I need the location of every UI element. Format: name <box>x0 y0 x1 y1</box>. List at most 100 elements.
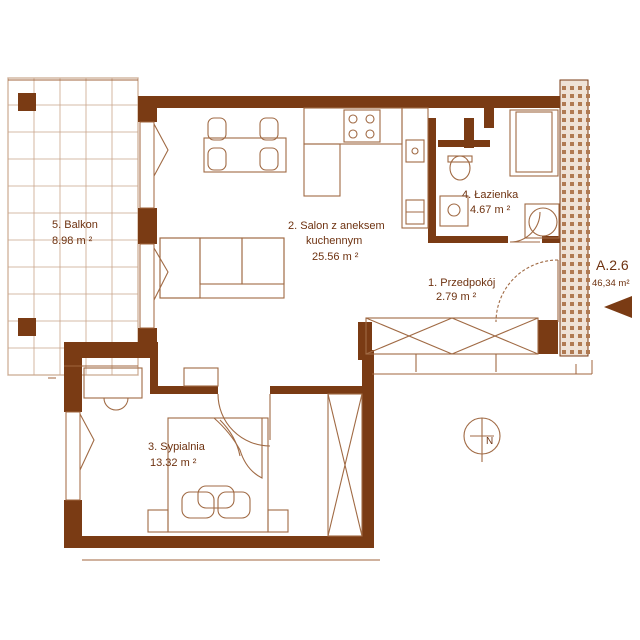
room-area-balcony: 8.98 m ² <box>52 235 93 247</box>
wall-hatch-mark <box>570 254 574 258</box>
wall-hatch-mark <box>570 318 574 322</box>
wall-hatch-mark <box>586 182 590 186</box>
wall-hatch-mark <box>586 158 590 162</box>
wall-hatch-mark <box>570 262 574 266</box>
wall-hatch-mark <box>562 350 566 354</box>
wall-hatch-mark <box>586 342 590 346</box>
wall-hatch-mark <box>578 182 582 186</box>
bed <box>147 417 289 533</box>
wall-hatch-mark <box>562 126 566 130</box>
compass-label: N <box>486 436 493 447</box>
wall-hatch-mark <box>570 182 574 186</box>
wall-hatch-mark <box>570 158 574 162</box>
wall-hatch-mark <box>570 270 574 274</box>
wall-hatch-mark <box>586 102 590 106</box>
wall-hatch-mark <box>570 142 574 146</box>
north-compass-icon: N <box>463 417 501 462</box>
entrance-arrow-icon <box>604 296 632 318</box>
wall-hatch-mark <box>562 142 566 146</box>
wall-hatch-mark <box>578 262 582 266</box>
wall-hatch-mark <box>578 214 582 218</box>
wall-hatch-mark <box>586 326 590 330</box>
wall-hatch-mark <box>586 310 590 314</box>
balcony-post <box>18 318 36 336</box>
wall-hatch-mark <box>578 174 582 178</box>
hatched-wall-section <box>559 79 590 357</box>
apartment-code: A.2.6 <box>596 257 629 273</box>
wall-hatch-mark <box>586 94 590 98</box>
wall-hatch-mark <box>578 342 582 346</box>
wall-hatch-mark <box>562 302 566 306</box>
wall-hatch-mark <box>578 294 582 298</box>
wall-hatch-mark <box>562 222 566 226</box>
wall-hatch-mark <box>570 310 574 314</box>
wall-hatch-mark <box>570 190 574 194</box>
bedroom-door <box>217 393 271 447</box>
wall-hatch-mark <box>578 286 582 290</box>
wall-hatch-mark <box>578 270 582 274</box>
wall-hatch-mark <box>562 134 566 138</box>
wall-hatch-mark <box>586 254 590 258</box>
wall-hatch-mark <box>562 334 566 338</box>
wall-hatch-mark <box>570 126 574 130</box>
room-name-living-line2: kuchennym <box>306 235 362 247</box>
wall-hatch-mark <box>562 190 566 194</box>
wall-hatch-mark <box>586 222 590 226</box>
wall-hatch-mark <box>586 350 590 354</box>
wall-hatch-mark <box>570 278 574 282</box>
apartment-total-area: 46,34 m² <box>592 278 630 289</box>
wall-hatch-mark <box>586 166 590 170</box>
wall-hatch-mark <box>586 134 590 138</box>
wall-hatch-mark <box>578 190 582 194</box>
wall-hatch-mark <box>586 118 590 122</box>
wall-hatch-mark <box>562 254 566 258</box>
wall-hatch-mark <box>562 198 566 202</box>
wall-hatch-mark <box>578 94 582 98</box>
balcony-floor-tiles <box>7 77 139 376</box>
wall-hatch-mark <box>570 230 574 234</box>
wall-hatch-mark <box>562 150 566 154</box>
wall-hatch-mark <box>562 230 566 234</box>
wall-hatch-mark <box>562 182 566 186</box>
wall-hatch-mark <box>570 246 574 250</box>
wall-hatch-mark <box>562 110 566 114</box>
wall-hatch-mark <box>578 134 582 138</box>
wall-hatch-mark <box>562 206 566 210</box>
wall-hatch-mark <box>586 126 590 130</box>
wall-hatch-mark <box>570 334 574 338</box>
bedroom-wardrobe <box>327 393 363 537</box>
wall-hatch-mark <box>578 310 582 314</box>
wall-hatch-mark <box>578 350 582 354</box>
wall-hatch-mark <box>562 86 566 90</box>
wall-hatch-mark <box>586 246 590 250</box>
wall-hatch-mark <box>570 302 574 306</box>
wall-hatch-mark <box>578 302 582 306</box>
wall-hatch-mark <box>578 158 582 162</box>
wall-hatch-mark <box>578 166 582 170</box>
wall-hatch-mark <box>586 142 590 146</box>
wall-hatch-mark <box>586 174 590 178</box>
wall-hatch-mark <box>586 286 590 290</box>
room-name-bedroom: 3. Sypialnia <box>148 441 206 453</box>
wall-hatch-mark <box>578 110 582 114</box>
wall-hatch-mark <box>562 278 566 282</box>
wall-hatch-mark <box>570 294 574 298</box>
wall-hatch-mark <box>570 174 574 178</box>
room-area-bathroom: 4.67 m ² <box>470 204 511 216</box>
wall-hatch-mark <box>562 270 566 274</box>
bedroom-desk <box>83 367 219 411</box>
room-area-hall: 2.79 m ² <box>436 291 477 303</box>
wall-hatch-mark <box>570 222 574 226</box>
wall-hatch-mark <box>570 110 574 114</box>
wall-hatch-mark <box>578 206 582 210</box>
wall-hatch-mark <box>570 342 574 346</box>
wall-hatch-mark <box>562 246 566 250</box>
wall-hatch-mark <box>586 110 590 114</box>
wall-hatch-mark <box>562 102 566 106</box>
wall-hatch-mark <box>578 326 582 330</box>
dining-set <box>203 117 287 173</box>
wall-hatch-mark <box>586 198 590 202</box>
room-name-hall: 1. Przedpokój <box>428 277 495 289</box>
